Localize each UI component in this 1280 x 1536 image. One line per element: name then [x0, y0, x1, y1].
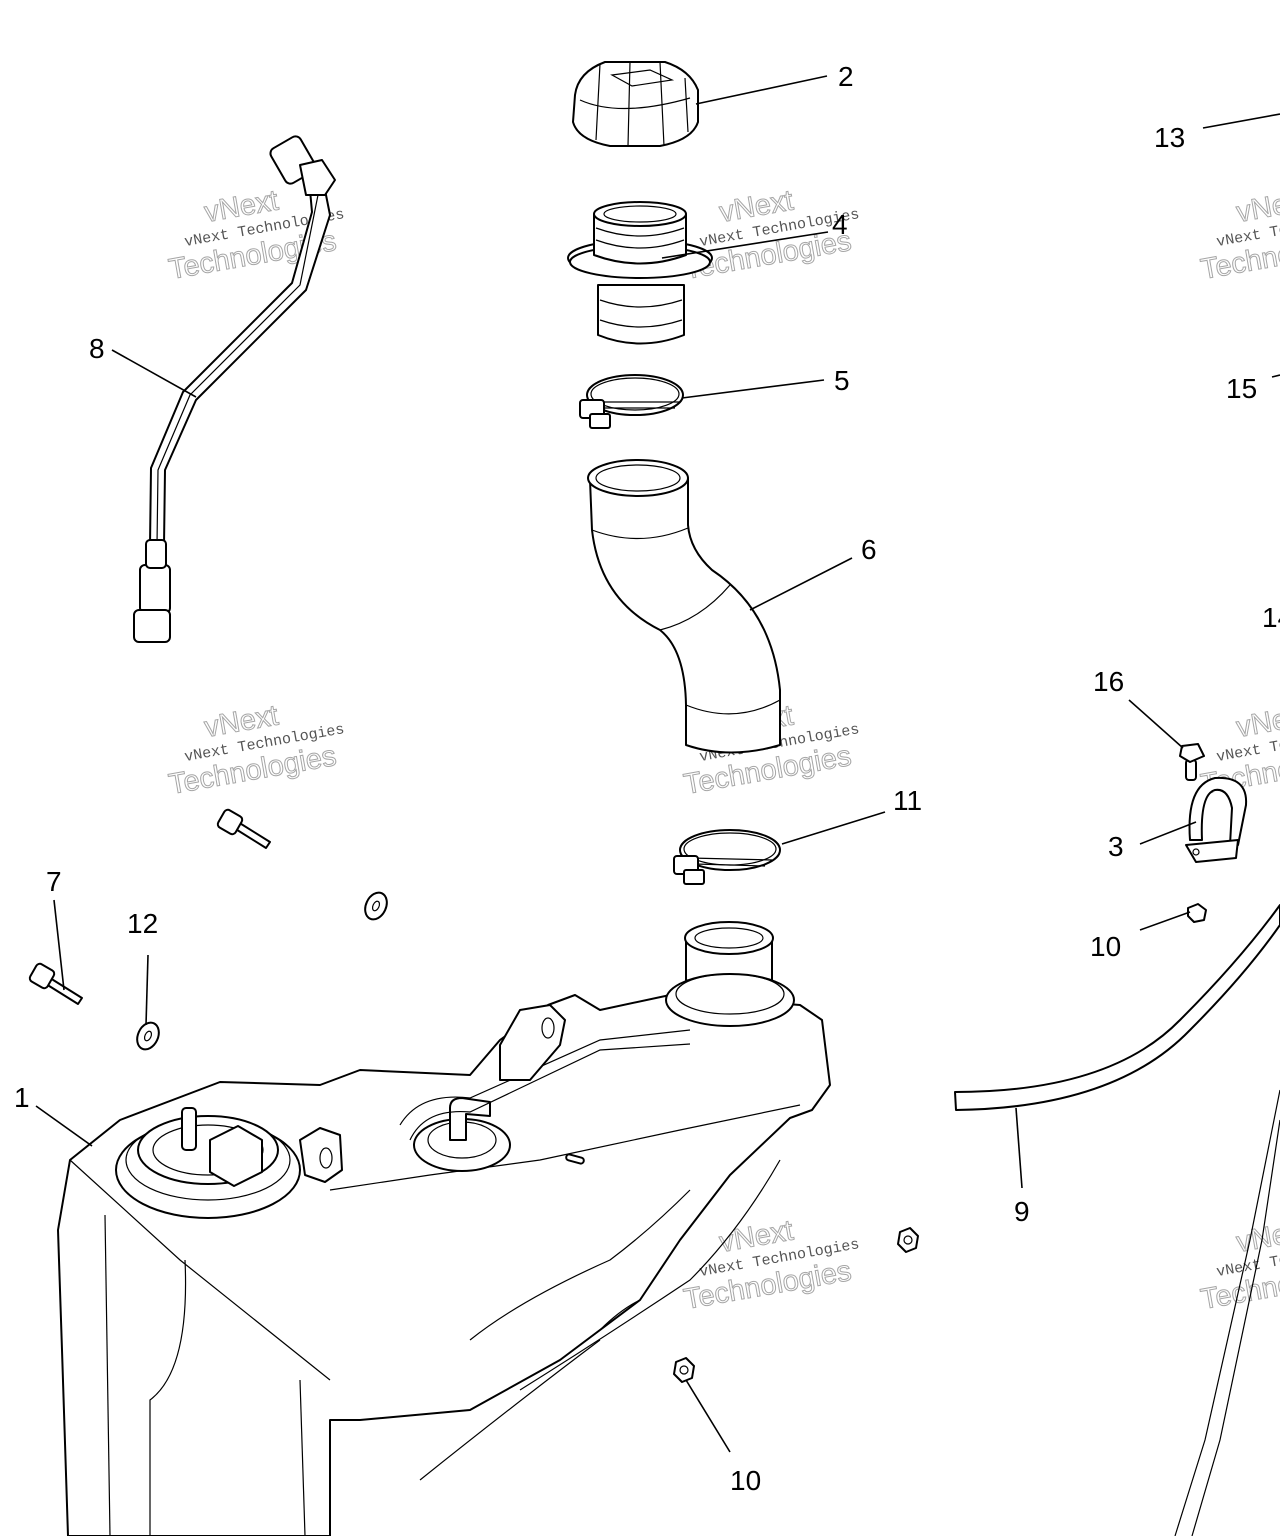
vent-line [133, 135, 336, 643]
callout-12: 12 [127, 908, 158, 939]
washer-center [364, 891, 388, 921]
callout-10-right: 10 [1090, 931, 1121, 962]
watermark: vNext vNext Technologies Technologies [1198, 184, 1280, 286]
svg-text:vNext: vNext [1234, 185, 1280, 229]
callout-8: 8 [89, 333, 105, 364]
bolt-7 [28, 962, 83, 1005]
callout-16: 16 [1093, 666, 1124, 697]
leader-lines [35, 75, 1280, 1453]
nut-center [897, 1227, 919, 1253]
nut-right [1187, 903, 1207, 923]
watermark: vNext vNext Technologies Technologies [1198, 1214, 1280, 1316]
fuel-cap [572, 61, 699, 147]
watermark: vNext vNext Technologies Technologies [166, 699, 346, 801]
callout-2: 2 [838, 61, 854, 92]
callout-14: 14 [1262, 602, 1280, 633]
elbow-hose [587, 459, 781, 754]
callout-5: 5 [834, 365, 850, 396]
callout-3: 3 [1108, 831, 1124, 862]
hose-clamp-lower [673, 829, 781, 885]
filler-neck [567, 201, 713, 345]
hose-clamp-upper [579, 374, 684, 429]
bolt-16 [1179, 743, 1205, 781]
callout-1: 1 [14, 1082, 30, 1113]
callout-labels: 1 2 3 4 5 6 7 8 9 10 10 11 12 13 14 15 1… [14, 61, 1280, 1496]
bolt-center [216, 808, 271, 849]
callout-15: 15 [1226, 373, 1257, 404]
callout-6: 6 [861, 534, 877, 565]
callout-7: 7 [46, 866, 62, 897]
watermark: vNext vNext Technologies Technologies [681, 184, 861, 286]
callout-10-bottom: 10 [730, 1465, 761, 1496]
fuel-tank [57, 921, 831, 1536]
nut-bottom [673, 1357, 695, 1383]
fuel-hose-9 [954, 904, 1280, 1536]
callout-13: 13 [1154, 122, 1185, 153]
svg-text:vNext: vNext [1234, 1215, 1280, 1259]
watermark: vNext vNext Technologies Technologies [681, 1214, 861, 1316]
callout-11: 11 [893, 785, 922, 816]
callout-4: 4 [832, 209, 848, 240]
washer-12 [136, 1021, 160, 1051]
callout-9: 9 [1014, 1196, 1030, 1227]
svg-text:vNext: vNext [1234, 700, 1280, 744]
bracket-3 [1185, 776, 1248, 863]
